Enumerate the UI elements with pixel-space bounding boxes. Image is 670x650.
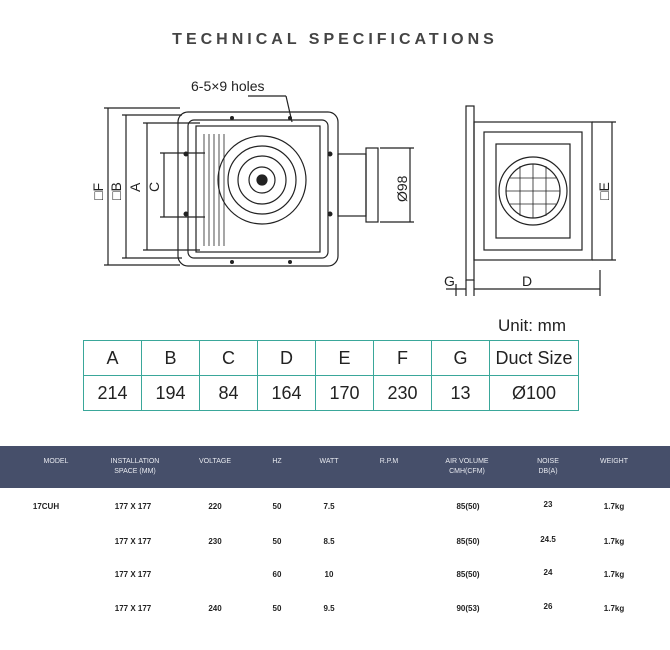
row-2-space: 177 X 177: [114, 537, 152, 546]
dim-b-label: □B: [108, 182, 124, 200]
dimension-value-d: 164: [257, 375, 316, 411]
dimension-value-f: 230: [373, 375, 432, 411]
dimension-table: A B C D E F G Duct Size 214 194 84 164 1…: [83, 340, 579, 411]
row-3-watt: 10: [324, 570, 334, 579]
row-4-hz: 50: [272, 604, 282, 613]
header-rpm: R.P.M: [379, 458, 399, 465]
dim-e-label: □E: [596, 182, 612, 200]
row-2-voltage: 230: [208, 537, 222, 546]
row-1-air: 85(50): [456, 502, 480, 511]
header-noise: NOISEdB(A): [537, 458, 559, 475]
row-1-weight: 1.7kg: [603, 502, 625, 511]
row-1-hz: 50: [272, 502, 282, 511]
dim-d-label: D: [522, 273, 532, 289]
row-2-hz: 50: [272, 537, 282, 546]
row-1-space: 177 X 177: [114, 502, 152, 511]
dimension-value-duct: Ø100: [489, 375, 579, 411]
row-4-voltage: 240: [208, 604, 222, 613]
dimension-header-a: A: [83, 340, 142, 376]
row-2-weight: 1.7kg: [603, 537, 625, 546]
row-3-noise: 24: [543, 568, 553, 577]
dimension-header-b: B: [141, 340, 200, 376]
row-4-air: 90(53): [456, 604, 480, 613]
dimension-header-f: F: [373, 340, 432, 376]
header-weight: WEIGHT: [600, 458, 628, 465]
dimension-header-row: A B C D E F G Duct Size: [83, 340, 579, 376]
header-model: MODEL: [43, 458, 69, 465]
dim-c-label: C: [146, 182, 162, 192]
row-4-noise: 26: [543, 602, 553, 611]
dimension-header-g: G: [431, 340, 490, 376]
row-1-noise: 23: [543, 500, 553, 509]
dimension-value-b: 194: [141, 375, 200, 411]
row-3-weight: 1.7kg: [603, 570, 625, 579]
unit-label: Unit: mm: [498, 316, 566, 335]
dim-g-label: G: [444, 273, 455, 289]
row-1-watt: 7.5: [323, 502, 335, 511]
row-2-watt: 8.5: [323, 537, 335, 546]
dimension-value-a: 214: [83, 375, 142, 411]
dimension-header-d: D: [257, 340, 316, 376]
holes-label: 6-5×9 holes: [191, 78, 265, 94]
dimension-value-g: 13: [431, 375, 490, 411]
row-3-air: 85(50): [456, 570, 480, 579]
dimension-header-c: C: [199, 340, 258, 376]
technical-drawing: 6-5×9 holes □F □B A C Ø98 □E G D: [90, 78, 616, 296]
header-voltage: VOLTAGE: [198, 458, 232, 465]
dim-f-label: □F: [90, 183, 106, 200]
page-title: TECHNICAL SPECIFICATIONS: [172, 31, 498, 48]
row-1-model: 17CUH: [32, 502, 60, 511]
dimension-header-duct: Duct Size: [489, 340, 579, 376]
dim-dia-label: Ø98: [394, 175, 410, 202]
dimension-value-c: 84: [199, 375, 258, 411]
dimension-value-e: 170: [315, 375, 374, 411]
row-3-space: 177 X 177: [114, 570, 152, 579]
header-watt: WATT: [319, 458, 339, 465]
dim-a-label: A: [127, 182, 143, 192]
row-2-noise: 24.5: [540, 535, 556, 544]
dimension-value-row: 214 194 84 164 170 230 13 Ø100: [83, 375, 579, 411]
row-2-air: 85(50): [456, 537, 480, 546]
header-hz: HZ: [272, 458, 282, 465]
dimension-header-e: E: [315, 340, 374, 376]
row-1-voltage: 220: [208, 502, 222, 511]
row-3-hz: 60: [272, 570, 282, 579]
row-4-watt: 9.5: [323, 604, 335, 613]
row-4-space: 177 X 177: [114, 604, 152, 613]
row-4-weight: 1.7kg: [603, 604, 625, 613]
